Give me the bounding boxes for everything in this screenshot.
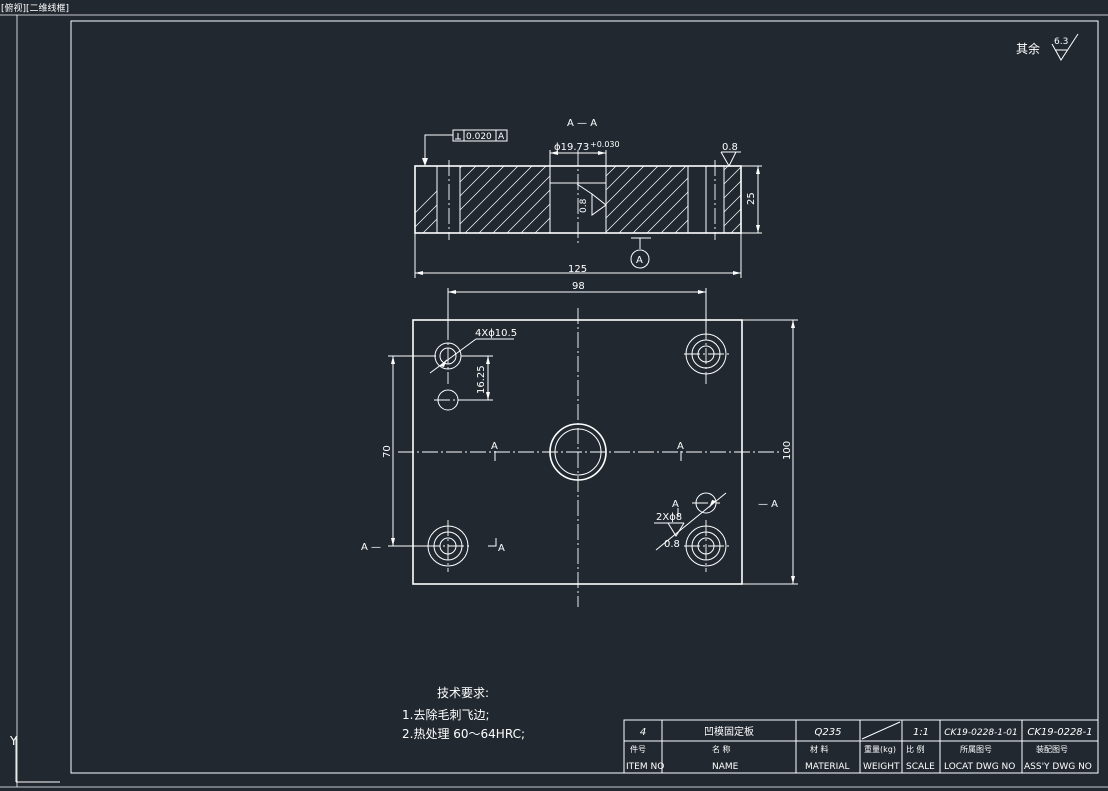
- width-dim: 125: [568, 264, 587, 275]
- datum-label: A: [636, 255, 643, 266]
- central-bore: [549, 423, 607, 481]
- perp-tolerance: 0.020: [466, 132, 492, 142]
- title-block: 4 凹模固定板 Q235 1:1 CK19-0228-1-01 CK19-022…: [623, 719, 1099, 774]
- pitch-dim: 16.25: [476, 365, 487, 394]
- counterbored-holes: [427, 333, 727, 567]
- cut-mark-center-right: A: [677, 441, 684, 452]
- note-1: 1.去除毛刺飞边;: [402, 707, 490, 722]
- viewport-caption[interactable]: [俯视][二维线框]: [1, 2, 69, 14]
- bore-dimension: ϕ19.73 +0.030: [549, 140, 620, 166]
- tb-scale: 1:1: [913, 727, 929, 738]
- pin-roughness-value: 0.8: [664, 539, 680, 550]
- height-dimension: 25: [741, 165, 762, 234]
- bore-roughness: 0.8: [576, 183, 607, 216]
- tb-label-item-cn: 件号: [630, 744, 646, 754]
- tb-label-weight-en: WEIGHT: [863, 762, 900, 772]
- perpendicularity-frame: 0.020 A: [422, 129, 508, 166]
- span-dim: 70: [382, 445, 393, 458]
- top-roughness-value: 0.8: [722, 142, 738, 153]
- tb-label-assy-cn: 装配图号: [1036, 744, 1068, 754]
- spacing-dim: 98: [572, 281, 585, 292]
- roughness-value: 6.3: [1054, 37, 1068, 47]
- tb-label-name-cn: 名 称: [712, 744, 731, 754]
- section-hatch: [415, 166, 741, 233]
- width-dimension: 125: [414, 233, 742, 278]
- roughness-prefix: 其余: [1016, 41, 1040, 56]
- tb-label-material-cn: 材 料: [810, 744, 829, 754]
- tb-label-material-en: MATERIAL: [805, 762, 850, 772]
- bore-dim: ϕ19.73: [554, 142, 589, 153]
- ucs-y-label: Y: [9, 734, 18, 748]
- tb-material: Q235: [815, 727, 842, 738]
- bore-tol: +0.030: [590, 140, 620, 149]
- pin-note: 2Xϕ8: [656, 512, 682, 523]
- drawing-border: [0, 14, 1108, 788]
- tb-label-assy-en: ASS'Y DWG NO: [1024, 762, 1092, 772]
- height-dim: 25: [746, 192, 757, 205]
- tb-assy-dwg: CK19-0228-1: [1027, 727, 1092, 738]
- section-view: A — A: [414, 118, 762, 278]
- tb-label-weight-cn: 重量(kg): [864, 744, 896, 754]
- tb-item-no: 4: [640, 727, 646, 738]
- tb-label-scale-cn: 比 例: [906, 744, 925, 754]
- tb-label-locat-en: LOCAT DWG NO: [944, 762, 1015, 772]
- spacing-dimension: 98: [447, 281, 707, 338]
- holes-leader: 4Xϕ10.5: [429, 328, 517, 374]
- holes-note: 4Xϕ10.5: [475, 328, 517, 339]
- cut-mark-left: A —: [361, 542, 381, 553]
- note-2: 2.热处理 60～64HRC;: [402, 727, 525, 741]
- datum-symbol: A: [630, 237, 651, 269]
- ucs-icon: Y: [9, 734, 60, 783]
- technical-notes: 技术要求: 1.去除毛刺飞边; 2.热处理 60～64HRC;: [402, 686, 525, 741]
- tb-label-locat-cn: 所属图号: [960, 744, 992, 754]
- notes-title: 技术要求:: [437, 686, 489, 700]
- bore-roughness-value: 0.8: [579, 198, 589, 213]
- pitch-dimension: 16.25: [458, 355, 493, 401]
- cut-mark-bottom: A: [498, 543, 505, 554]
- section-cut-markers: A A A — A — A A: [361, 441, 778, 554]
- cut-mark-pin: A: [672, 499, 679, 510]
- total-height-dim: 100: [782, 441, 793, 460]
- pin-leader: 2Xϕ8 0.8: [654, 492, 727, 551]
- cut-mark-center-left: A: [491, 441, 498, 452]
- span-dimension: 70: [382, 355, 436, 547]
- tb-locat-dwg: CK19-0228-1-01: [944, 728, 1017, 738]
- tb-label-item-en: ITEM NO: [626, 762, 664, 772]
- total-height-dimension: 100: [742, 319, 798, 585]
- section-title: A — A: [567, 118, 597, 129]
- general-roughness: 其余 6.3: [1016, 33, 1079, 61]
- perp-datum: A: [498, 132, 505, 142]
- tb-label-scale-en: SCALE: [906, 762, 935, 772]
- cut-mark-right: — A: [758, 499, 778, 510]
- tb-name: 凹模固定板: [704, 725, 754, 738]
- tb-label-name-en: NAME: [712, 762, 739, 772]
- plan-view: 98 4Xϕ10.5 16.25 70: [361, 281, 798, 607]
- top-roughness: 0.8: [720, 142, 741, 168]
- pin-holes: [434, 389, 720, 514]
